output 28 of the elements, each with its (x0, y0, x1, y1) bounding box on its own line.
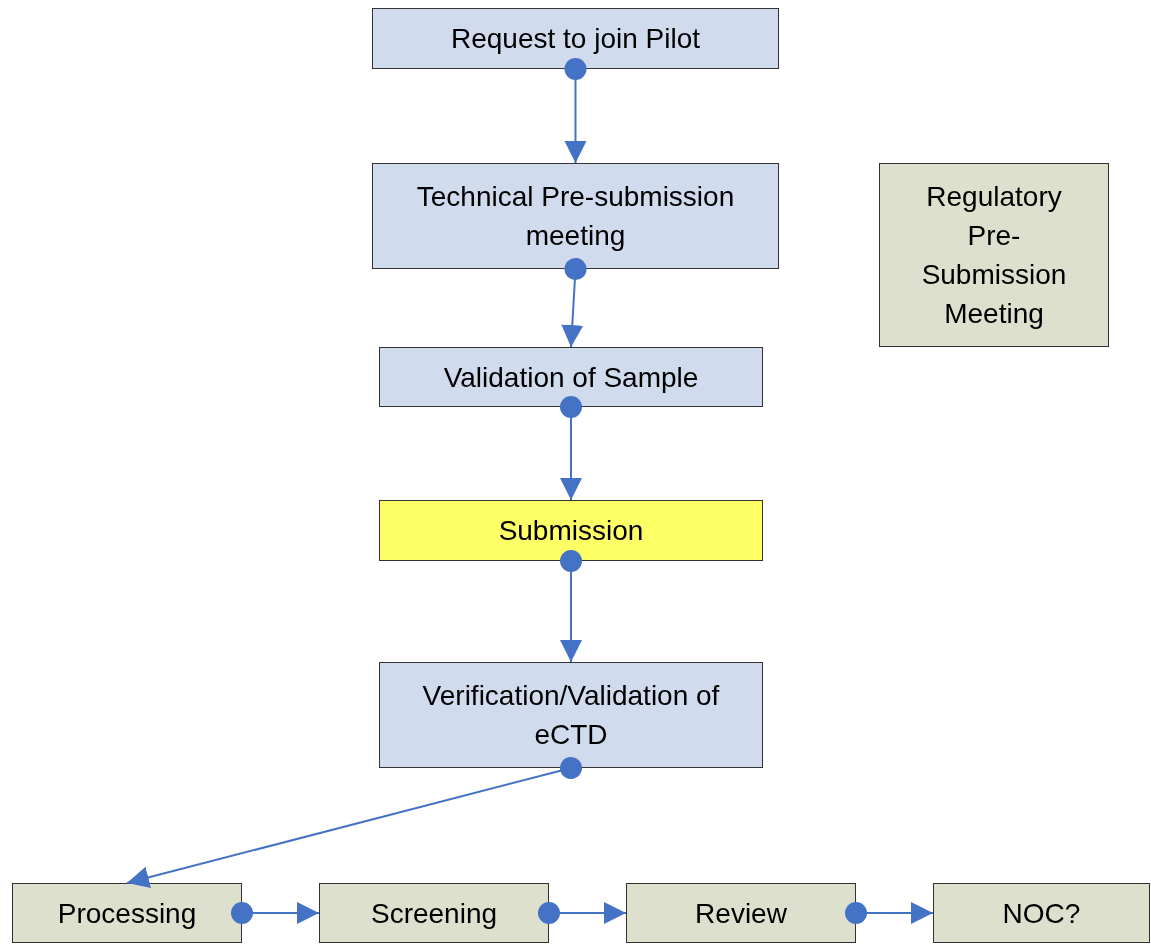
box-label: Regulatory Pre-Submission Meeting (920, 180, 1068, 331)
process-box (879, 163, 1109, 347)
process-box (319, 883, 549, 943)
process-box (933, 883, 1150, 943)
box-label: Processing (57, 896, 197, 931)
box-label: Request to join Pilot (450, 22, 700, 56)
arrow (231, 902, 320, 924)
process-box (379, 347, 763, 407)
process-box (372, 163, 779, 269)
arrow (845, 902, 934, 924)
process-box (12, 883, 242, 943)
arrow (538, 902, 627, 924)
arrow (560, 396, 582, 501)
process-box (379, 500, 763, 561)
box-label: Technical Pre-submission meeting (415, 180, 736, 253)
arrow (561, 258, 587, 348)
box-label: Verification/Validation of eCTD (421, 679, 721, 752)
process-box (379, 662, 763, 768)
process-box (372, 8, 779, 69)
box-label: NOC? (1002, 896, 1081, 931)
box-label: Screening (370, 896, 498, 931)
box-label: Validation of Sample (443, 360, 699, 395)
box-label: Review (695, 896, 787, 931)
arrow (564, 58, 587, 164)
process-box (626, 883, 856, 943)
arrow (560, 550, 582, 663)
arrow (126, 757, 582, 889)
box-label: Submission (498, 514, 644, 548)
